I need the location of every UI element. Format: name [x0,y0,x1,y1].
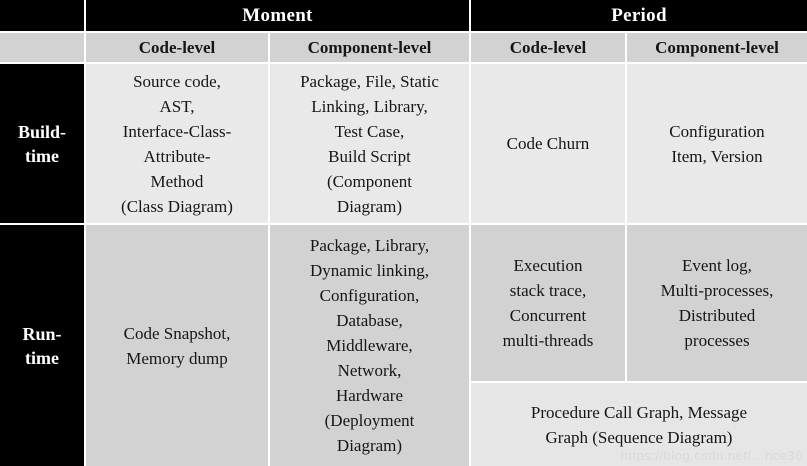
table-corner-cell [0,0,84,31]
cell-build-moment-component: Package, File, Static Linking, Library, … [270,64,469,223]
cell-run-period-span-graphs: Procedure Call Graph, Message Graph (Seq… [471,383,807,466]
cell-build-period-code: Code Churn [471,64,625,223]
column-group-header-moment: Moment [86,0,469,31]
cell-build-period-component: Configuration Item, Version [627,64,807,223]
subheader-corner-cell [0,33,84,62]
column-header-moment-code-level: Code-level [86,33,268,62]
row-header-run-time: Run- time [0,225,84,466]
column-header-period-component-level: Component-level [627,33,807,62]
row-header-build-time: Build- time [0,64,84,223]
column-header-period-code-level: Code-level [471,33,625,62]
cell-run-moment-code: Code Snapshot, Memory dump [86,225,268,466]
column-group-header-period: Period [471,0,807,31]
cell-run-period-code: Execution stack trace, Concurrent multi-… [471,225,625,381]
cell-build-moment-code: Source code, AST, Interface-Class- Attri… [86,64,268,223]
cell-run-moment-component: Package, Library, Dynamic linking, Confi… [270,225,469,466]
column-header-moment-component-level: Component-level [270,33,469,62]
cell-run-period-component: Event log, Multi-processes, Distributed … [627,225,807,381]
